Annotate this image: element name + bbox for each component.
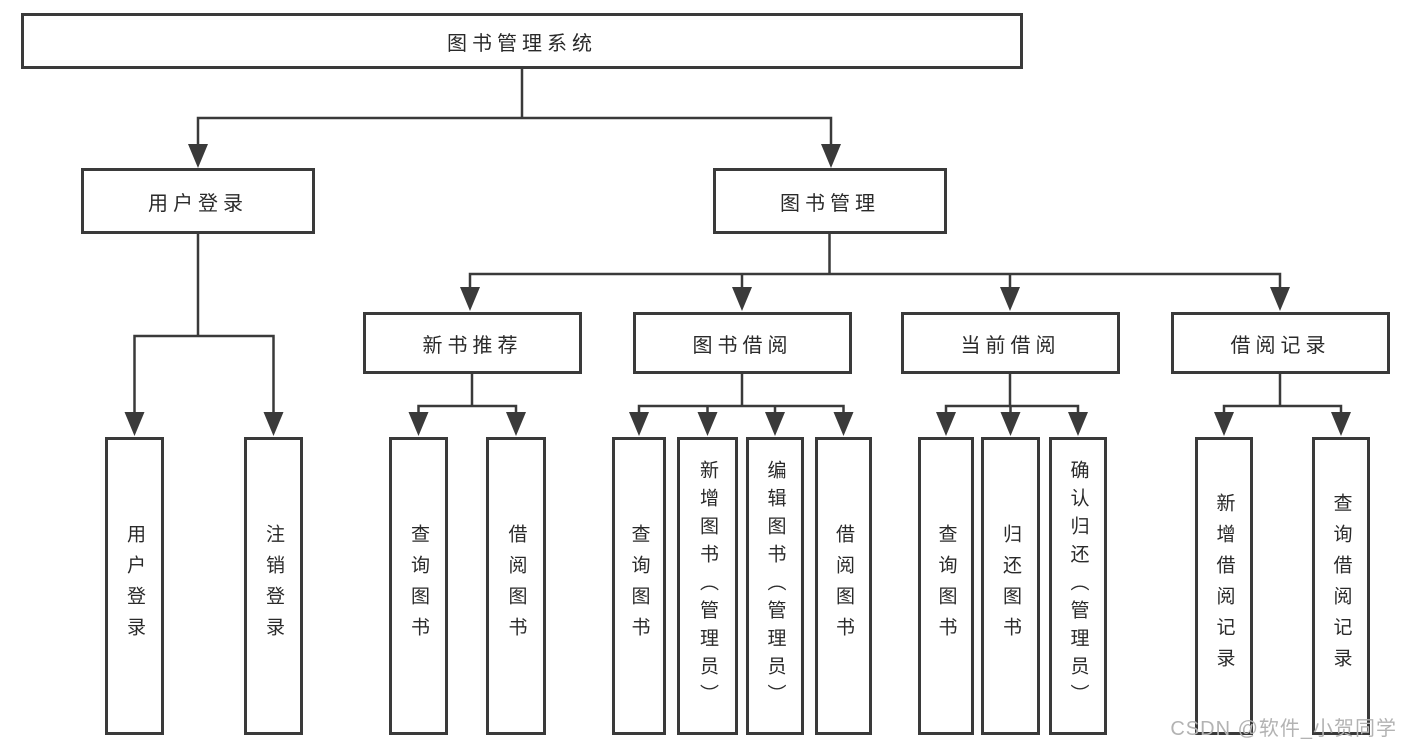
- leaf-confirm-return-admin-label: 确认归还（管理员）: [1067, 460, 1089, 712]
- leaf-borrow-books-2: 借阅图书: [815, 437, 872, 735]
- leaf-edit-book-admin-label: 编辑图书（管理员）: [764, 460, 786, 712]
- leaf-borrow-books-2-label: 借阅图书: [833, 524, 854, 648]
- leaf-query-books-1-label: 查询图书: [408, 524, 429, 648]
- leaf-user-login: 用户登录: [105, 437, 164, 735]
- leaf-query-books-2: 查询图书: [612, 437, 666, 735]
- leaf-add-borrow-record-label: 新增借阅记录: [1213, 493, 1235, 679]
- leaf-user-login-label: 用户登录: [124, 524, 145, 648]
- node-book-management: 图书管理: [713, 168, 947, 234]
- connector-user-login: [133, 234, 275, 416]
- node-new-book-recommend-label: 新书推荐: [422, 334, 523, 357]
- node-current-borrow-label: 当前借阅: [960, 334, 1061, 357]
- connector-borrow-records: [1222, 374, 1343, 416]
- node-borrow-records-label: 借阅记录: [1230, 334, 1331, 357]
- node-current-borrow: 当前借阅: [901, 312, 1120, 374]
- leaf-query-books-2-label: 查询图书: [628, 524, 650, 648]
- leaf-borrow-books-1-label: 借阅图书: [505, 524, 527, 648]
- leaf-confirm-return-admin: 确认归还（管理员）: [1049, 437, 1107, 735]
- watermark: CSDN @软件_小贺同学: [1170, 718, 1397, 740]
- connector-book-borrow: [637, 374, 845, 416]
- connector-book-management: [468, 234, 1282, 291]
- arrowheads: [124, 144, 1351, 436]
- leaf-return-book: 归还图书: [981, 437, 1040, 735]
- leaf-query-borrow-record: 查询借阅记录: [1312, 437, 1370, 735]
- node-book-management-label: 图书管理: [780, 192, 880, 215]
- leaf-query-books-3: 查询图书: [918, 437, 974, 735]
- node-user-login: 用户登录: [81, 168, 315, 234]
- connector-root: [196, 69, 833, 147]
- node-book-borrow: 图书借阅: [633, 312, 852, 374]
- node-book-borrow-label: 图书借阅: [692, 334, 793, 357]
- connector-current-borrow: [944, 374, 1080, 416]
- leaf-query-borrow-record-label: 查询借阅记录: [1330, 493, 1352, 679]
- node-borrow-records: 借阅记录: [1171, 312, 1390, 374]
- node-new-book-recommend: 新书推荐: [363, 312, 582, 374]
- leaf-logout: 注销登录: [244, 437, 303, 735]
- node-root-label: 图书管理系统: [447, 32, 597, 55]
- leaf-add-book-admin: 新增图书（管理员）: [677, 437, 738, 735]
- node-root: 图书管理系统: [21, 13, 1023, 69]
- leaf-query-books-1: 查询图书: [389, 437, 448, 735]
- leaf-add-book-admin-label: 新增图书（管理员）: [697, 460, 718, 712]
- node-user-login-label: 用户登录: [148, 192, 248, 215]
- leaf-edit-book-admin: 编辑图书（管理员）: [746, 437, 804, 735]
- leaf-logout-label: 注销登录: [263, 524, 284, 648]
- leaf-borrow-books-1: 借阅图书: [486, 437, 546, 735]
- leaf-query-books-3-label: 查询图书: [935, 524, 957, 648]
- connector-new-book: [417, 374, 518, 416]
- leaf-add-borrow-record: 新增借阅记录: [1195, 437, 1253, 735]
- leaf-return-book-label: 归还图书: [1000, 524, 1021, 648]
